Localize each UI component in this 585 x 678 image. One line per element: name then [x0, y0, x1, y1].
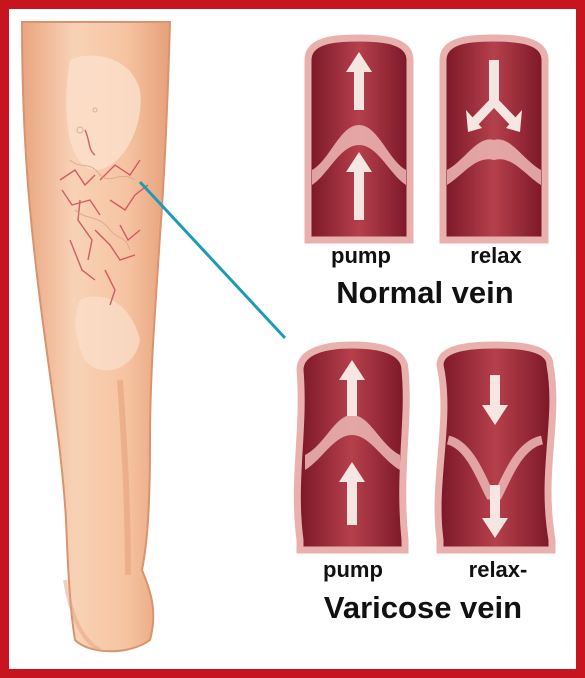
normal-pump-label: pump	[318, 243, 404, 269]
pointer-line	[140, 182, 285, 338]
varicose-relax-vein	[438, 345, 553, 550]
normal-relax-label: relax	[448, 243, 544, 269]
normal-pump-vein	[308, 38, 410, 240]
varicose-pump-label: pump	[308, 557, 398, 583]
normal-relax-vein	[443, 38, 545, 240]
normal-vein-title: Normal vein	[305, 275, 545, 311]
varicose-relax-label: relax-	[448, 557, 548, 583]
varicose-pump-vein	[297, 345, 406, 550]
varicose-vein-title: Varicose vein	[288, 590, 558, 626]
leg-illustration	[22, 22, 170, 651]
